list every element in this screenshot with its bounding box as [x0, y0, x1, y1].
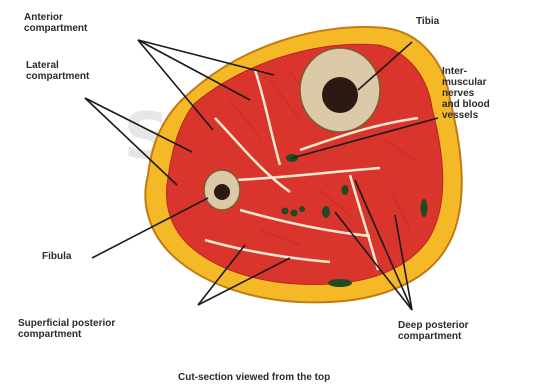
- caption: Cut-section viewed from the top: [178, 372, 330, 383]
- tibia-marrow: [322, 77, 358, 113]
- fibula-label: Fibula: [42, 251, 71, 262]
- fibula-marrow: [214, 184, 230, 200]
- tibia-label: Tibia: [416, 16, 439, 27]
